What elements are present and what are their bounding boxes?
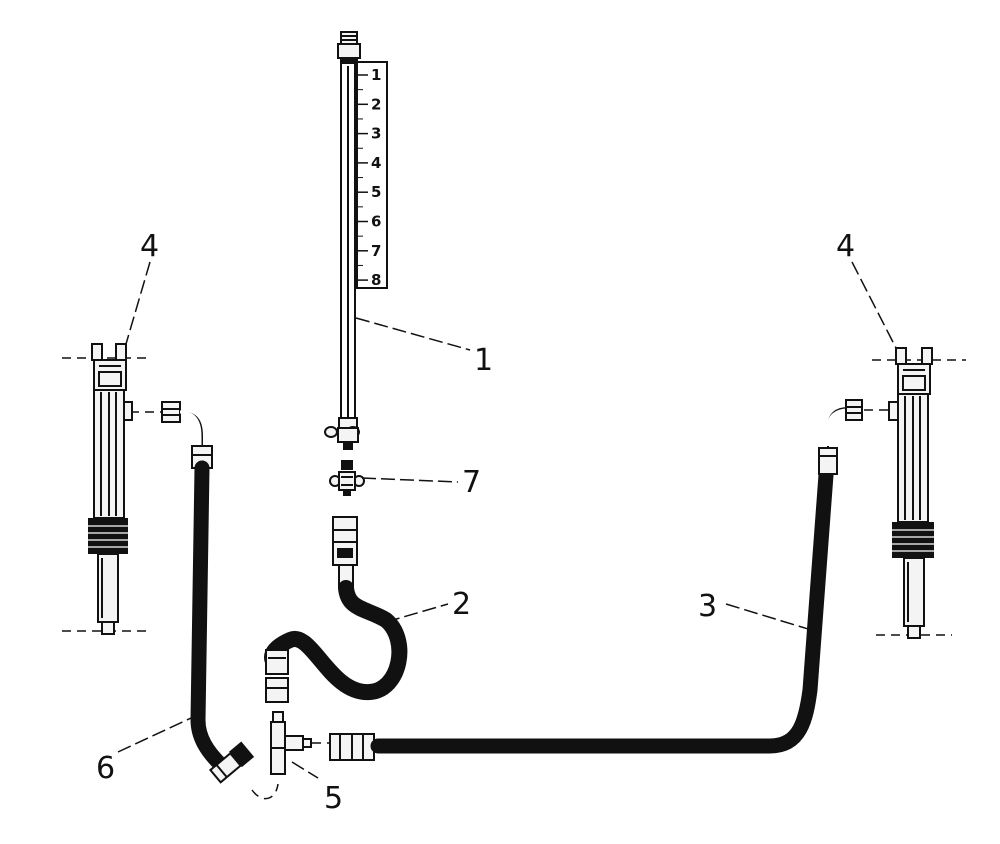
- callout-4-right: 4: [836, 229, 855, 264]
- callout-4-left: 4: [140, 229, 159, 264]
- hose-center: [264, 516, 408, 703]
- leader-line-5: [291, 761, 319, 779]
- leader-line-1: [355, 317, 471, 351]
- callout-1: 1: [474, 343, 493, 378]
- scale-number: 2: [371, 95, 381, 113]
- leader-line-7: [361, 477, 459, 483]
- connection-line-hose-left-tee: [251, 783, 279, 800]
- injector-left: [62, 343, 162, 635]
- leader-line-2: [385, 603, 449, 623]
- scale-number: 4: [371, 154, 381, 172]
- hose-right: [329, 399, 863, 761]
- measuring-tube-cap: [337, 31, 361, 64]
- measuring-tube-bottom-fitting: [324, 417, 360, 450]
- callout-2: 2: [452, 587, 471, 622]
- leader-line-4-right: [851, 261, 897, 349]
- scale-number: 8: [371, 271, 381, 289]
- scale-number: 3: [371, 125, 381, 143]
- callout-6: 6: [96, 751, 115, 786]
- measuring-tube: 1 2 3 4 5 6 7 8: [324, 31, 388, 450]
- leader-line-4-left: [125, 261, 151, 345]
- measuring-scale: 1 2 3 4 5 6 7 8: [356, 61, 388, 289]
- callout-5: 5: [324, 781, 343, 816]
- scale-number: 5: [371, 183, 381, 201]
- tee-fitting: [270, 711, 312, 775]
- leader-lines: [117, 261, 897, 779]
- injector-right: [864, 347, 966, 639]
- scale-number: 1: [371, 66, 381, 84]
- callout-3: 3: [698, 589, 717, 624]
- adapter-fitting: [329, 460, 365, 496]
- leader-line-3: [725, 603, 819, 633]
- callout-7: 7: [462, 465, 481, 500]
- hose-left: [161, 401, 255, 784]
- leader-line-6: [117, 711, 205, 753]
- scale-number: 7: [371, 242, 381, 260]
- scale-number: 6: [371, 213, 381, 231]
